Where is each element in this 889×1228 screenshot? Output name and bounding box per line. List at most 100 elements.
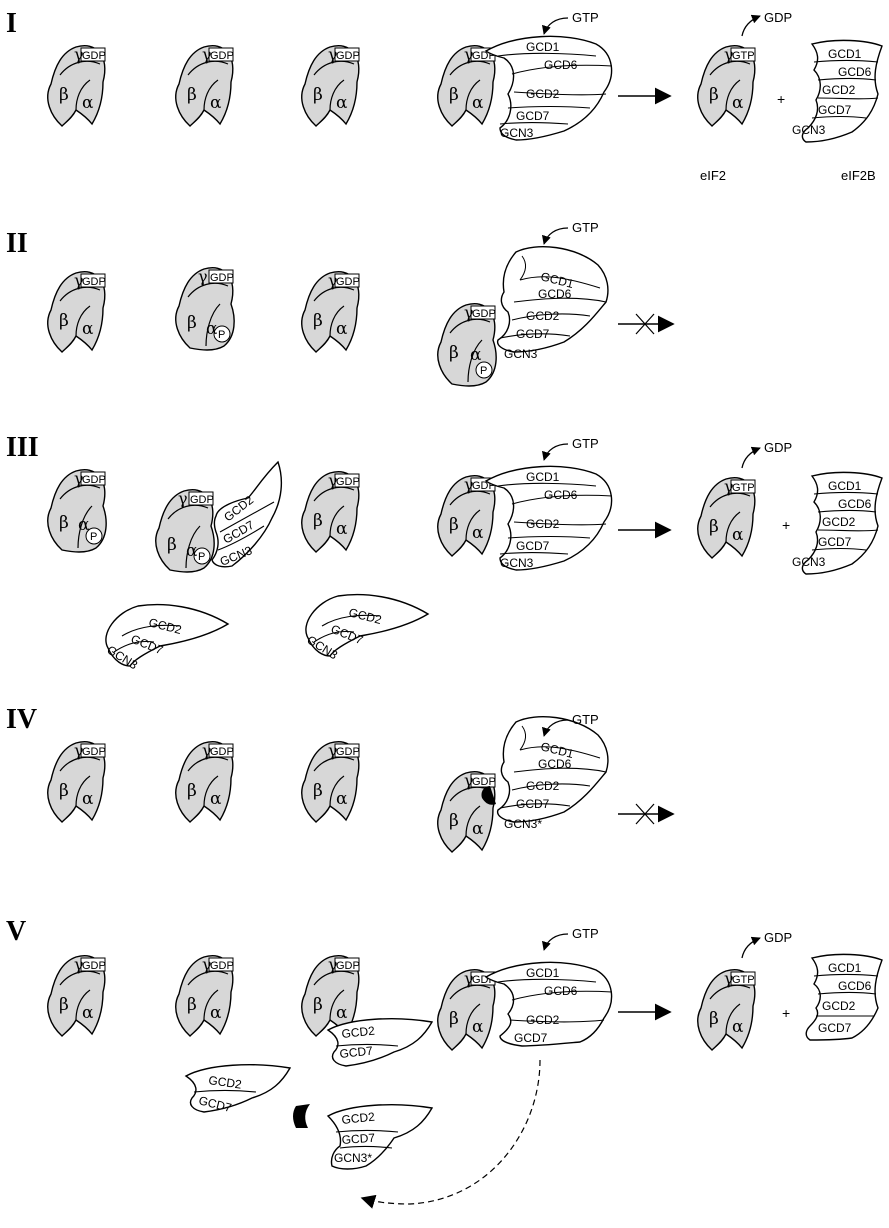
beta-subunit: β bbox=[59, 311, 69, 331]
gcd6-subunit: GCD6 bbox=[838, 65, 872, 79]
beta-subunit: β bbox=[313, 511, 323, 531]
eif2-gdp: γ GDP β α bbox=[48, 741, 106, 822]
panel-label-iv: IV bbox=[6, 704, 37, 735]
gdp-label: GDP bbox=[210, 746, 234, 758]
gdp-label: GDP bbox=[472, 776, 496, 788]
gcd2-subunit: GCD2 bbox=[526, 309, 560, 323]
gdp-arrow bbox=[742, 16, 760, 36]
gcd2-subunit: GCD2 bbox=[526, 1013, 560, 1027]
panel-label-iii: III bbox=[6, 432, 39, 463]
eif2-gdp: γ GDP β α bbox=[302, 741, 360, 822]
gcd2-gcd7-gcn3-subcomplex: GCD2 GCD7 GCN3 bbox=[304, 595, 428, 663]
gcn3-subunit: GCN3 bbox=[500, 126, 534, 140]
gdp-label: GDP bbox=[190, 494, 214, 506]
eif2-phosphorylated-bound: γ GDP β α P bbox=[438, 303, 496, 386]
eif2-phosphorylated: γ GDP β α P bbox=[176, 267, 234, 350]
gcd2-subunit: GCD2 bbox=[822, 999, 856, 1013]
gdp-label: GDP bbox=[82, 474, 106, 486]
eif2b-released: GCD1 GCD6 GCD2 GCD7 GCN3 bbox=[792, 472, 882, 574]
gtp-label: GTP bbox=[572, 712, 599, 727]
gdp-arrow bbox=[742, 938, 760, 958]
eif2-gdp: γ GDP β α bbox=[176, 955, 234, 1036]
alpha-subunit: α bbox=[206, 319, 218, 339]
gcd2-subunit: GCD2 bbox=[822, 515, 856, 529]
gcd2-gcd7-subcomplex: GCD2 GCD7 bbox=[328, 1019, 432, 1066]
gcd1-subunit: GCD1 bbox=[828, 47, 862, 61]
phosphate-mark: P bbox=[198, 551, 205, 563]
alpha-subunit: α bbox=[186, 541, 198, 561]
eif2-gtp: γ GTP β α bbox=[698, 969, 755, 1050]
alpha-subunit: α bbox=[210, 789, 222, 809]
panel-i: I γ GDP β α γ GDP β α γ GDP β α γ GDP β bbox=[6, 8, 882, 183]
eif2b-label: eIF2B bbox=[841, 168, 876, 183]
beta-subunit: β bbox=[187, 995, 197, 1015]
alpha-subunit: α bbox=[336, 519, 348, 539]
alpha-subunit: α bbox=[732, 525, 744, 545]
phosphate-mark: P bbox=[90, 531, 97, 543]
gcd6-subunit: GCD6 bbox=[544, 488, 578, 502]
blocked-arrow bbox=[618, 804, 673, 824]
alpha-subunit: α bbox=[336, 319, 348, 339]
gtp-label: GTP bbox=[732, 50, 755, 62]
gtp-label: GTP bbox=[732, 482, 755, 494]
beta-subunit: β bbox=[449, 1009, 459, 1029]
eif2-gdp: γ GDP β α bbox=[302, 471, 360, 552]
gcd2-subunit: GCD2 bbox=[526, 779, 560, 793]
eif2-eif2b-complex: γ GDP β α bbox=[438, 45, 496, 126]
alpha-subunit: α bbox=[336, 789, 348, 809]
eif2b-complex: GCD1 GCD6 GCD2 GCD7 GCN3 bbox=[486, 36, 612, 140]
eif2b-released-no-gcn3: GCD1 GCD6 GCD2 GCD7 bbox=[806, 954, 882, 1040]
gcd6-subunit: GCD6 bbox=[838, 979, 872, 993]
alpha-subunit: α bbox=[732, 1017, 744, 1037]
alpha-subunit: α bbox=[336, 1003, 348, 1023]
gtp-label: GTP bbox=[572, 10, 599, 25]
gdp-arrow bbox=[742, 448, 760, 468]
beta-subunit: β bbox=[709, 1009, 719, 1029]
eif2-eif2b-complex: γ GDP β α bbox=[438, 771, 496, 852]
gdp-label: GDP bbox=[336, 50, 360, 62]
alpha-subunit: α bbox=[82, 789, 94, 809]
eif2b-trapped: GCD1 GCD6 GCD2 GCD7 GCN3 bbox=[498, 247, 608, 361]
eif2-gdp: γ GDP β α bbox=[48, 271, 106, 352]
alpha-subunit: α bbox=[82, 319, 94, 339]
gdp-label: GDP bbox=[336, 746, 360, 758]
beta-subunit: β bbox=[167, 535, 177, 555]
eif2-eif2b-complex: γ GDP β α bbox=[438, 475, 496, 556]
beta-subunit: β bbox=[709, 85, 719, 105]
alpha-subunit: α bbox=[336, 93, 348, 113]
gcd1-subunit: GCD1 bbox=[828, 479, 862, 493]
gcn3-subunit: GCN3 bbox=[792, 555, 826, 569]
gtp-arrow bbox=[544, 934, 568, 950]
gtp-label: GTP bbox=[572, 926, 599, 941]
gdp-label: GDP bbox=[210, 960, 234, 972]
alpha-subunit: α bbox=[82, 1003, 94, 1023]
beta-subunit: β bbox=[313, 311, 323, 331]
beta-subunit: β bbox=[313, 995, 323, 1015]
gtp-arrow bbox=[544, 444, 568, 460]
gdp-label: GDP bbox=[472, 308, 496, 320]
alpha-subunit: α bbox=[78, 515, 90, 535]
alpha-subunit: α bbox=[472, 523, 484, 543]
gcd2-gcd7-gcn3-subcomplex: GCD2 GCD7 GCN3 bbox=[104, 605, 228, 673]
gcn3-subunit: GCN3 bbox=[792, 123, 826, 137]
gcd6-subunit: GCD6 bbox=[538, 287, 572, 301]
gdp-label: GDP bbox=[82, 50, 106, 62]
gcd7-subunit: GCD7 bbox=[516, 539, 550, 553]
alpha-subunit: α bbox=[470, 345, 482, 365]
gcd7-subunit: GCD7 bbox=[516, 797, 550, 811]
gdp-label: GDP bbox=[82, 746, 106, 758]
gcd7-subunit: GCD7 bbox=[514, 1031, 548, 1045]
alpha-subunit: α bbox=[82, 93, 94, 113]
panel-label-v: V bbox=[6, 916, 26, 947]
alpha-subunit: α bbox=[472, 819, 484, 839]
gcd1-subunit: GCD1 bbox=[526, 966, 560, 980]
gcn3-subunit: GCN3 bbox=[504, 347, 538, 361]
beta-subunit: β bbox=[59, 995, 69, 1015]
gcd7-subunit: GCD7 bbox=[818, 1021, 852, 1035]
gcd1-subunit: GCD1 bbox=[526, 470, 560, 484]
gdp-release-label: GDP bbox=[764, 440, 792, 455]
gcd6-subunit: GCD6 bbox=[838, 497, 872, 511]
beta-subunit: β bbox=[59, 85, 69, 105]
beta-subunit: β bbox=[449, 515, 459, 535]
